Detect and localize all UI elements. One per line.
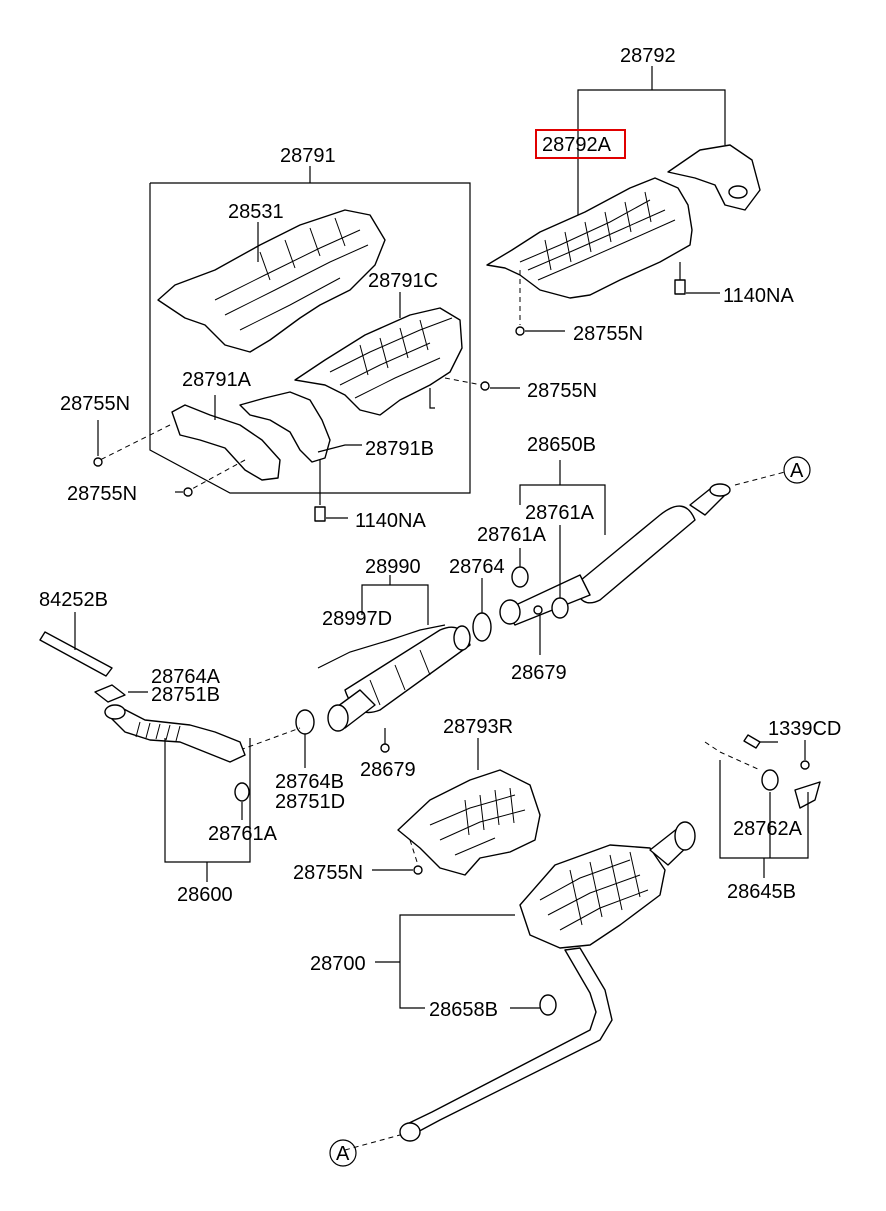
front-pipe-28600-group [39, 612, 251, 882]
label-28755N-left2: 28755N [67, 483, 137, 505]
heat-shield-28793R-group [372, 738, 541, 876]
label-28755N-low: 28755N [293, 862, 363, 884]
heat-shield-28531[interactable] [157, 209, 386, 353]
label-28761A-b: 28761A [477, 524, 547, 546]
reference-circle-a-top [783, 456, 811, 484]
nut-28679-a[interactable] [533, 605, 543, 615]
nut-28755N-left2[interactable] [183, 487, 193, 497]
label-28600: 28600 [177, 884, 233, 906]
label-28764: 28764 [449, 556, 505, 578]
label-28761A-a: 28761A [525, 502, 595, 524]
label-84252B: 84252B [39, 589, 108, 611]
heat-shield-28791-group [93, 166, 520, 522]
label-28997D: 28997D [322, 608, 392, 630]
label-28793R: 28793R [443, 716, 513, 738]
label-1140NA-mid: 1140NA [355, 510, 426, 532]
label-28751B: 28751B [151, 684, 220, 706]
label-28755N-left: 28755N [60, 393, 130, 415]
label-28791A: 28791A [182, 369, 252, 391]
gasket-28764A[interactable] [94, 684, 126, 703]
nut-28755N-low[interactable] [413, 865, 423, 875]
hanger-28761A-c[interactable] [234, 782, 250, 802]
hanger-28761A-a[interactable] [511, 566, 529, 588]
label-28791B: 28791B [365, 438, 434, 460]
label-28679-a: 28679 [511, 662, 567, 684]
label-28792A[interactable]: 28792A [542, 134, 612, 156]
hanger-28658B[interactable] [539, 994, 557, 1016]
label-ref-a-bottom: A [336, 1143, 350, 1165]
heat-shield-28791B[interactable] [239, 391, 331, 463]
label-28792: 28792 [620, 45, 676, 67]
label-28658B: 28658B [429, 999, 498, 1021]
hanger-28761A-b[interactable] [551, 597, 569, 619]
label-28990: 28990 [365, 556, 421, 578]
hanger-28762A[interactable] [761, 769, 779, 791]
flange-center-front [499, 599, 521, 625]
nut-28755N-top[interactable] [515, 326, 525, 336]
bolt-1140NA-mid[interactable] [314, 506, 326, 522]
label-28650B: 28650B [527, 434, 596, 456]
tail-pipe-28700[interactable] [404, 947, 613, 1136]
label-28791C: 28791C [368, 270, 438, 292]
label-28531: 28531 [228, 201, 284, 223]
label-28791: 28791 [280, 145, 336, 167]
reference-circle-a-bottom [329, 1139, 357, 1167]
label-28751D: 28751D [275, 791, 345, 813]
center-muffler-28650B-group [472, 460, 786, 655]
rear-muffler-28700[interactable] [519, 844, 666, 949]
label-1339CD: 1339CD [768, 718, 841, 740]
label-28700: 28700 [310, 953, 366, 975]
heat-shield-28792-group [486, 66, 761, 336]
label-28755N-mid: 28755N [527, 380, 597, 402]
front-pipe-28600[interactable] [104, 705, 246, 763]
heat-shield-28791A[interactable] [171, 404, 281, 481]
label-28762A: 28762A [733, 818, 803, 840]
bracket-84252B[interactable] [39, 631, 113, 677]
nut-28755N-left[interactable] [93, 457, 103, 467]
label-1140NA-top: 1140NA [723, 285, 794, 307]
sensor-wire-28997D[interactable] [317, 624, 446, 669]
bolt-1140NA-top[interactable] [674, 279, 686, 295]
highlight-box-28792A [535, 129, 626, 159]
gasket-28764[interactable] [472, 612, 492, 642]
heat-shield-28791C[interactable] [294, 307, 463, 416]
rear-muffler-28700-group [344, 734, 821, 1151]
bolt-1339CD-b[interactable] [800, 760, 810, 770]
label-28645B: 28645B [727, 881, 796, 903]
gasket-28764B[interactable] [295, 709, 315, 735]
label-28761A-c: 28761A [208, 823, 278, 845]
heat-shield-28793R[interactable] [397, 769, 541, 876]
bolt-1339CD-a[interactable] [743, 734, 761, 749]
nut-28755N-mid[interactable] [480, 381, 490, 391]
heat-shield-28792A[interactable] [486, 177, 693, 299]
nut-28679-b[interactable] [380, 743, 390, 753]
label-28755N-top: 28755N [573, 323, 643, 345]
label-28679-b: 28679 [360, 759, 416, 781]
label-28764B: 28764B [275, 771, 344, 793]
catalytic-converter-28990-group [239, 575, 471, 768]
label-28764A: 28764A [151, 666, 221, 688]
label-ref-a-top: A [790, 460, 804, 482]
